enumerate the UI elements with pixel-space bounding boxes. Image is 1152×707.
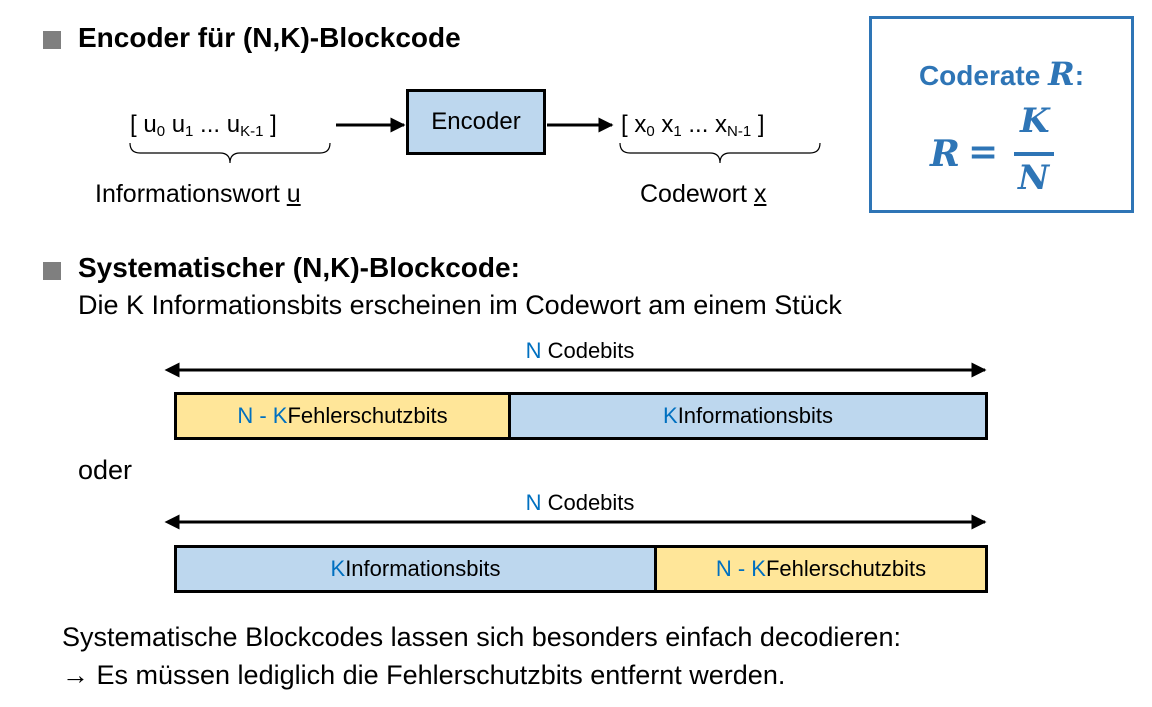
- codeword-bar-1: N - K Fehlerschutzbits K Informationsbit…: [174, 392, 988, 440]
- or-label: oder: [78, 455, 133, 485]
- bullet-1: [43, 31, 61, 49]
- rate-lhs: R: [930, 133, 960, 175]
- codeword-bar-2: K Informationsbits N - K Fehlerschutzbit…: [174, 545, 988, 593]
- codebits-label-1: N Codebits: [525, 338, 635, 363]
- encoder-label: Encoder: [431, 108, 521, 135]
- code-rate-box: Coderate R: R = K N: [869, 16, 1134, 213]
- code-rate-title: Coderate R:: [918, 55, 1085, 93]
- encoder-box: Encoder: [406, 89, 546, 155]
- conclusion-line-1: Systematische Blockcodes lassen sich bes…: [62, 622, 901, 652]
- bullet-2: [43, 262, 61, 280]
- rate-numerator: K: [1020, 101, 1050, 141]
- info-segment-2: K Informationsbits: [177, 548, 657, 590]
- rate-equals: =: [968, 131, 999, 173]
- fraction-bar: [1014, 152, 1054, 156]
- parity-segment-2: N - K Fehlerschutzbits: [657, 548, 985, 590]
- output-vector: [ x0 x1 ... xN-1 ]: [621, 111, 765, 140]
- output-brace: [619, 142, 821, 164]
- input-caption: Informationswort u: [95, 180, 301, 208]
- input-brace: [129, 142, 331, 164]
- conclusion-line-2: → Es müssen lediglich die Fehlerschutzbi…: [62, 660, 786, 690]
- input-vector: [ u0 u1 ... uK-1 ]: [130, 111, 277, 140]
- section2-heading: Systematischer (N,K)-Blockcode:: [78, 252, 520, 283]
- output-caption: Codewort x: [640, 180, 767, 208]
- parity-segment-1: N - K Fehlerschutzbits: [177, 395, 511, 437]
- section1-heading: Encoder für (N,K)-Blockcode: [78, 22, 461, 53]
- section2-subtext: Die K Informationsbits erscheinen im Cod…: [78, 290, 842, 320]
- codebits-label-2: N Codebits: [525, 490, 635, 515]
- info-segment-1: K Informationsbits: [511, 395, 985, 437]
- rate-denominator: N: [1018, 158, 1050, 198]
